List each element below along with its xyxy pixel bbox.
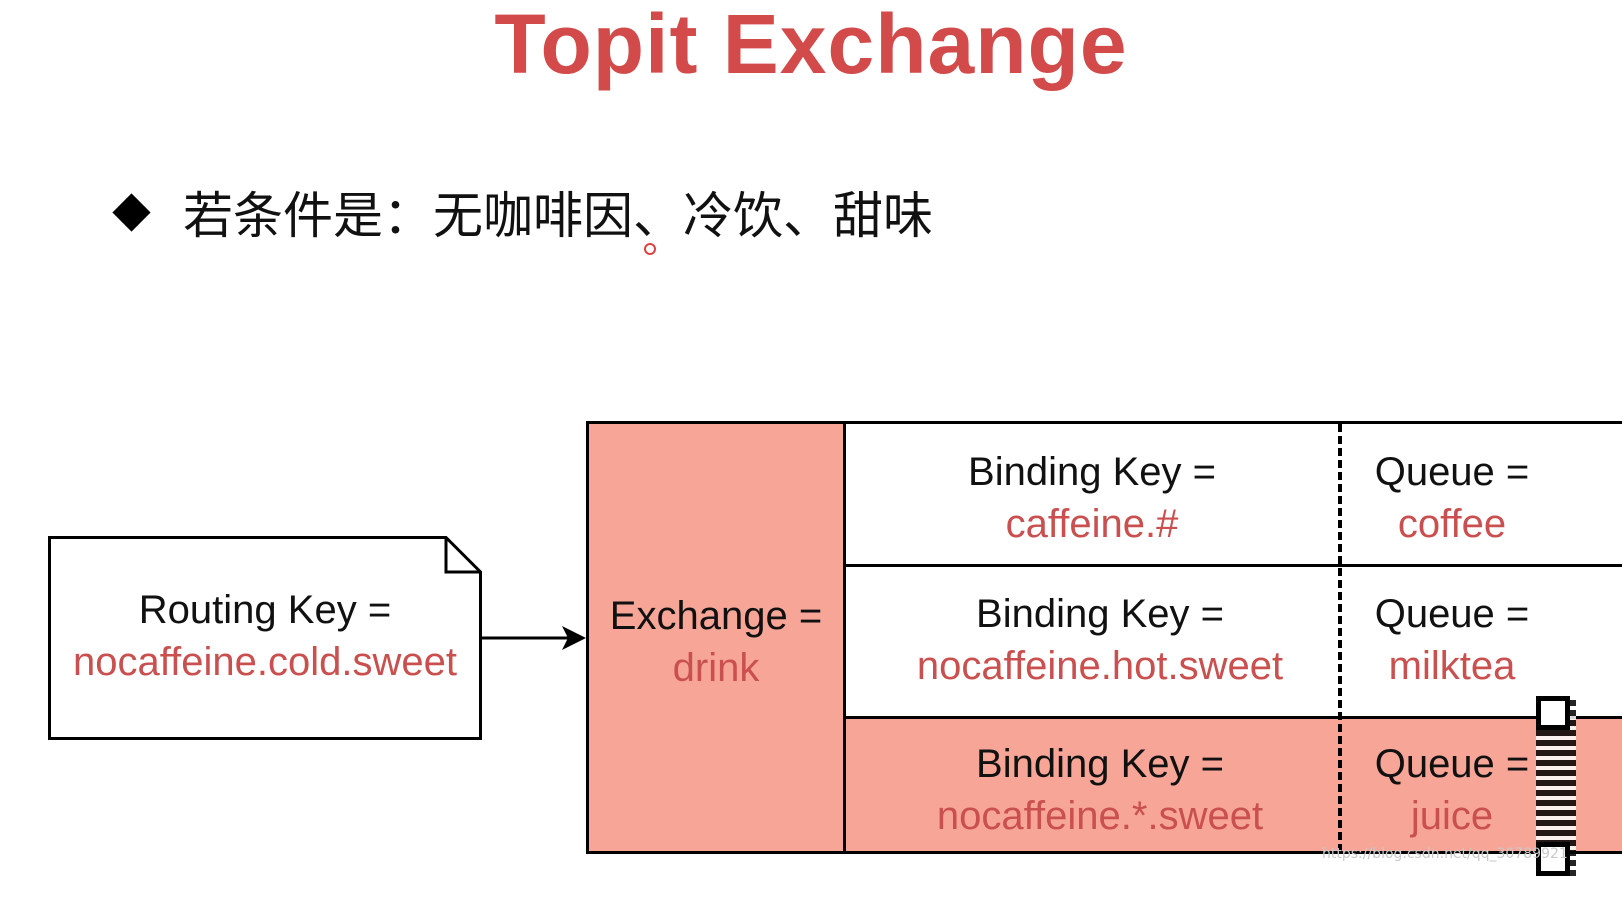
note-shape xyxy=(48,536,482,740)
exchange-label: Exchange = xyxy=(609,594,823,638)
binding-key-cell: Binding Key = caffeine.# xyxy=(846,446,1338,550)
binding-key-value: caffeine.# xyxy=(1005,502,1179,546)
routing-key-label: Routing Key = xyxy=(138,588,392,632)
binding-key-cell: Binding Key = nocaffeine.hot.sweet xyxy=(846,588,1354,692)
pointer-cursor-icon xyxy=(644,243,656,255)
qr-finder-icon xyxy=(1536,842,1570,876)
queue-divider xyxy=(1338,424,1342,852)
exchange-box xyxy=(586,421,846,854)
binding-key-cell: Binding Key = nocaffeine.*.sweet xyxy=(846,738,1354,842)
queue-label: Queue = xyxy=(1374,742,1530,786)
queue-cell: Queue = coffee xyxy=(1342,446,1562,550)
binding-key-value: nocaffeine.hot.sweet xyxy=(916,644,1284,688)
queue-value: juice xyxy=(1410,794,1494,838)
queue-value: milktea xyxy=(1388,644,1516,688)
binding-key-value: nocaffeine.*.sweet xyxy=(936,794,1264,838)
slide-title: Topit Exchange xyxy=(494,0,1128,91)
exchange-text: Exchange = drink xyxy=(586,590,846,694)
condition-text: 若条件是：无咖啡因、冷饮、甜味 xyxy=(183,187,933,245)
binding-key-label: Binding Key = xyxy=(976,742,1224,786)
routing-key-note: Routing Key = nocaffeine.cold.sweet xyxy=(48,536,482,740)
binding-row-highlighted xyxy=(843,716,1622,854)
queue-label: Queue = xyxy=(1374,592,1530,636)
queue-label: Queue = xyxy=(1374,450,1530,494)
queue-value: coffee xyxy=(1397,502,1507,546)
queue-cell: Queue = milktea xyxy=(1342,588,1562,692)
qr-finder-icon xyxy=(1536,696,1570,730)
binding-key-label: Binding Key = xyxy=(976,592,1224,636)
routing-key-text: Routing Key = nocaffeine.cold.sweet xyxy=(48,584,482,688)
queue-cell: Queue = juice xyxy=(1342,738,1562,842)
watermark: https://blog.csdn.net/qq_30789921 xyxy=(1322,846,1568,862)
exchange-value: drink xyxy=(672,646,760,690)
diamond-bullet-icon xyxy=(112,192,151,232)
condition-line: 若条件是：无咖啡因、冷饮、甜味 xyxy=(112,180,933,245)
routing-arrow xyxy=(480,626,586,650)
routing-key-value: nocaffeine.cold.sweet xyxy=(73,640,457,684)
binding-key-label: Binding Key = xyxy=(968,450,1216,494)
